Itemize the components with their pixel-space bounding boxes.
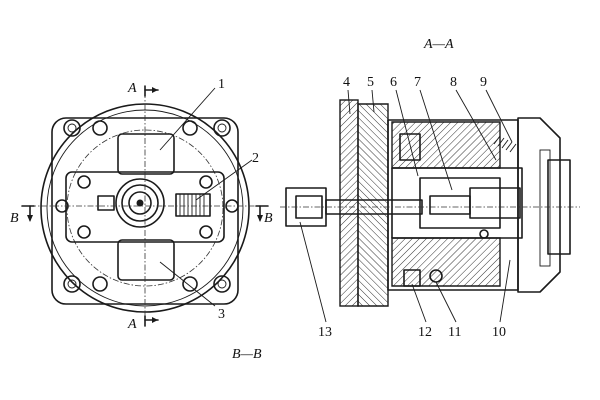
part-label-9: 9: [480, 75, 487, 90]
cut-marker-a-top: A: [127, 81, 137, 96]
caption-section-aa: A—A: [423, 37, 454, 52]
caption-section-bb: B—B: [232, 347, 262, 362]
part-label-4: 4: [343, 75, 350, 90]
part-label-10: 10: [492, 325, 506, 340]
part-label-13: 13: [318, 325, 332, 340]
part-label-2: 2: [252, 151, 259, 166]
leader-lines: [299, 89, 513, 323]
section-view-bb: [21, 85, 269, 327]
part-label-7: 7: [414, 75, 421, 90]
part-label-11: 11: [448, 325, 461, 340]
cut-marker-b-right: B: [264, 211, 273, 226]
part-label-12: 12: [418, 325, 432, 340]
part-label-1: 1: [218, 77, 225, 92]
cut-marker-a-bottom: A: [127, 317, 137, 332]
part-label-3: 3: [218, 307, 225, 322]
part-label-5: 5: [367, 75, 374, 90]
section-view-aa: [280, 99, 580, 307]
part-label-6: 6: [390, 75, 397, 90]
part-label-8: 8: [450, 75, 457, 90]
cut-marker-b-left: B: [10, 211, 19, 226]
